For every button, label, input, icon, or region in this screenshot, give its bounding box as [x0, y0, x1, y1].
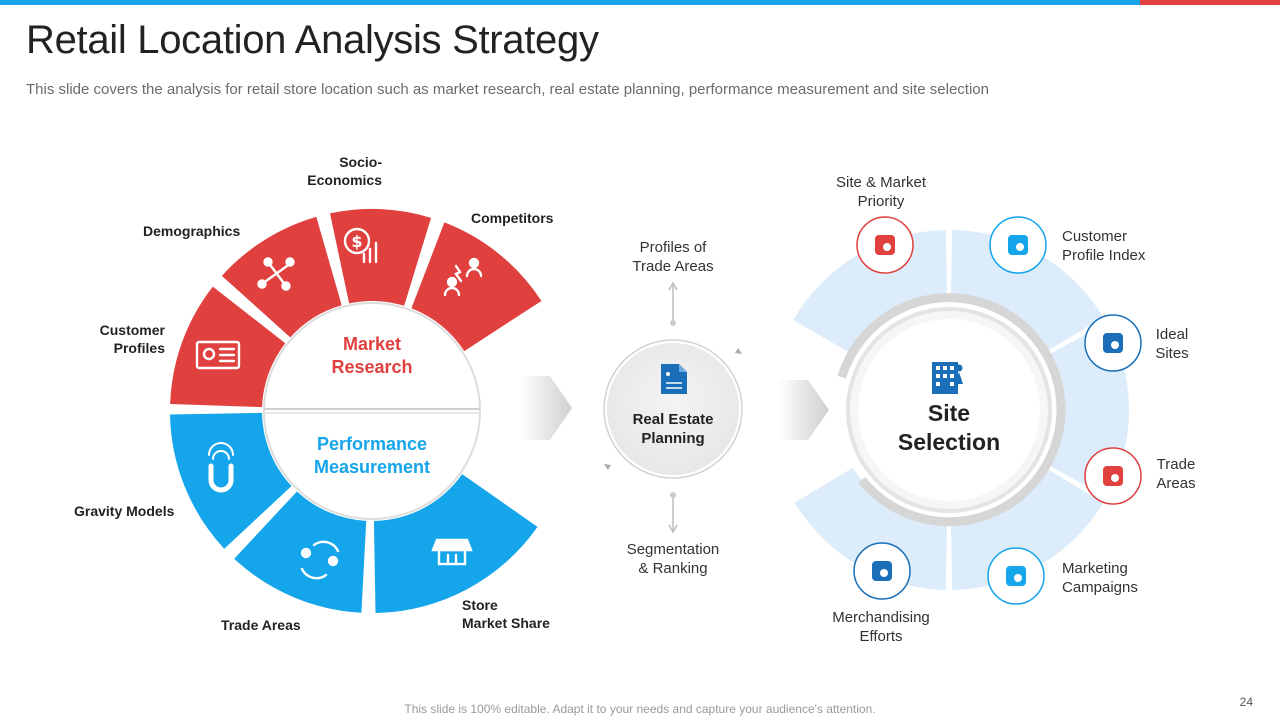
site-market-priority-label: Site & Market Priority — [835, 174, 927, 210]
real-estate-planning-label: Real Estate Planning — [632, 411, 714, 447]
storefront-icon — [856, 216, 914, 274]
socio-economics-segment — [330, 208, 432, 306]
ideal-sites-label: Ideal Sites — [1155, 326, 1189, 362]
store-market-share-label: Store Market Share — [462, 597, 550, 631]
id-card-icon — [195, 340, 241, 370]
site-ring-sector — [950, 467, 1104, 590]
magnet-icon — [208, 442, 234, 493]
competitors-label: Competitors — [471, 210, 554, 226]
trade-areas-segment — [234, 491, 367, 613]
customer-profiles-label: Customer Profiles — [99, 322, 165, 356]
site-ring-sector — [950, 230, 1104, 353]
page-subtitle: This slide covers the analysis for retai… — [26, 81, 989, 98]
socio-economics-label: Socio- Economics — [307, 154, 382, 188]
people-network-icon — [257, 257, 295, 291]
merchandising-efforts-label: Merchandising Efforts — [832, 609, 930, 645]
customer-profile-index-label: Customer Profile Index — [1062, 228, 1146, 264]
marketing-campaigns-label: Marketing Campaigns — [1062, 560, 1138, 596]
building-icon — [932, 362, 963, 394]
page-title: Retail Location Analysis Strategy — [26, 18, 599, 62]
planning-center-circle — [607, 343, 739, 475]
segmentation-ranking-label: Segmentation & Ranking — [626, 541, 720, 577]
gravity-models-label: Gravity Models — [74, 503, 175, 519]
trade-areas-right-label: Trade Areas — [1156, 456, 1196, 492]
competitors-icon — [443, 257, 483, 297]
trade-areas-label: Trade Areas — [221, 617, 301, 633]
page-number: 24 — [1239, 695, 1253, 709]
performance-measurement-label: Performance Measurement — [313, 434, 431, 477]
settings-cycle-icon — [1084, 447, 1142, 505]
exchange-people-icon — [300, 540, 340, 580]
document-chart-icon — [661, 364, 687, 394]
profiles-of-trade-areas-label: Profiles of Trade Areas — [632, 239, 714, 275]
shopping-basket-icon — [853, 542, 911, 600]
market-research-label: Market Research — [331, 334, 413, 377]
site-selection-label: Site Selection — [897, 400, 1001, 455]
box-3d-icon — [1084, 314, 1142, 372]
top-accent-bar-blue — [0, 0, 1140, 5]
site-progress-arc — [837, 293, 1066, 527]
customer-profiles-segment — [170, 286, 286, 408]
footer-note: This slide is 100% editable. Adapt it to… — [404, 702, 876, 716]
dollar-growth-icon: $ — [343, 227, 378, 264]
marketing-screen-icon — [987, 547, 1045, 605]
demographics-segment — [221, 216, 342, 338]
competitors-segment — [411, 222, 542, 352]
demographics-label: Demographics — [143, 223, 241, 239]
svg-text:$: $ — [351, 232, 362, 251]
site-ring-sector — [794, 467, 948, 590]
person-chart-icon — [989, 216, 1047, 274]
top-accent-bar-red — [1140, 0, 1280, 5]
flow-arrow-1 — [520, 376, 572, 440]
store-icon — [431, 538, 473, 566]
left-inner-circle — [263, 302, 481, 520]
planning-cycle-ring — [603, 339, 743, 479]
flow-arrow-2 — [778, 380, 829, 440]
